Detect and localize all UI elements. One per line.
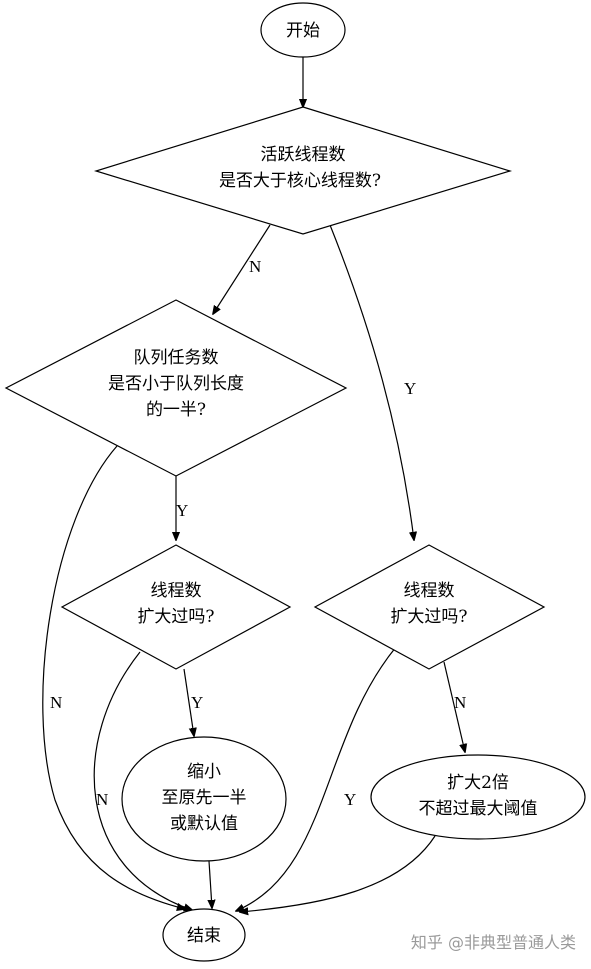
edge-shrink-to-end [209,860,212,908]
label-right-no: N [454,693,466,712]
node-expanded-check-right-line-2: 扩大过吗? [390,607,467,627]
edge-left-no [93,651,192,910]
node-queue-check-line-1: 队列任务数 [134,348,219,368]
node-end: 结束 [162,908,246,962]
watermark: 知乎 @非典型普通人类 [411,933,576,952]
label-left-yes: Y [191,693,203,712]
label-left-no: N [96,790,108,809]
node-expand: 扩大2倍 不超过最大阈值 [370,754,586,840]
node-active-check-line-2: 是否大于核心线程数? [219,171,381,191]
edge-right-no [443,661,465,752]
node-shrink-line-1: 缩小 [187,762,221,782]
node-expand-line-2: 不超过最大阈值 [419,799,538,819]
node-shrink: 缩小 至原先一半 或默认值 [121,736,287,862]
node-expand-line-1: 扩大2倍 [447,773,509,793]
node-start: 开始 [260,2,346,58]
edges [42,57,465,912]
node-active-check-line-1: 活跃线程数 [261,145,346,165]
label-right-yes: Y [344,790,356,809]
edge-active-no [213,224,271,314]
edge-left-yes [183,668,194,736]
node-queue-check: 队列任务数 是否小于队列长度 的一半? [4,299,348,477]
node-start-label: 开始 [286,21,320,41]
node-expanded-check-right: 线程数 扩大过吗? [313,544,546,670]
node-shrink-line-2: 至原先一半 [162,788,247,808]
node-expanded-check-left: 线程数 扩大过吗? [60,544,292,670]
label-active-yes: Y [404,379,416,398]
node-shrink-line-3: 或默认值 [170,814,238,834]
label-queue-no: N [50,693,62,712]
node-end-label: 结束 [187,926,221,946]
edge-active-yes [329,224,414,540]
edge-labels: N Y Y N Y N N Y [50,257,466,809]
node-active-check: 活跃线程数 是否大于核心线程数? [93,106,513,235]
node-expanded-check-right-line-1: 线程数 [404,581,455,601]
edge-queue-no [42,445,185,909]
label-queue-yes: Y [176,501,188,520]
node-queue-check-line-2: 是否小于队列长度 [108,374,244,394]
node-expanded-check-left-line-2: 扩大过吗? [137,607,214,627]
node-expanded-check-left-line-1: 线程数 [151,581,202,601]
edge-expand-to-end [240,835,436,912]
edge-right-yes [236,646,397,911]
label-active-no: N [249,257,261,276]
node-queue-check-line-3: 的一半? [146,400,206,420]
